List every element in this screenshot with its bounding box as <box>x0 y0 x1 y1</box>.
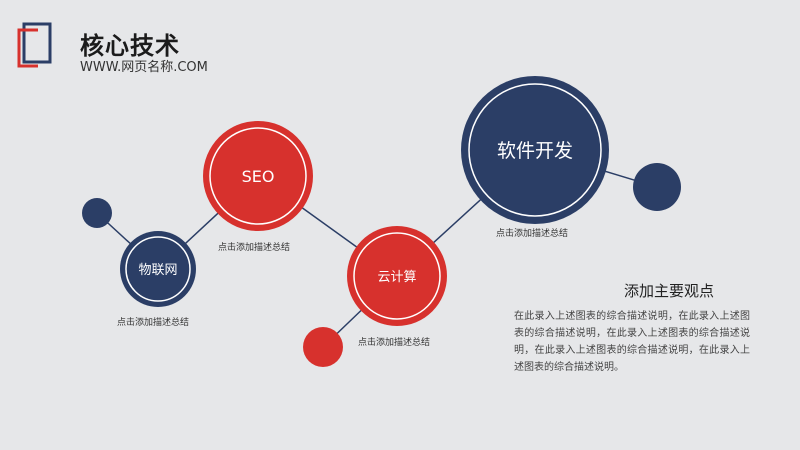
caption-seo: 点击添加描述总结 <box>218 243 291 253</box>
caption-iot: 点击添加描述总结 <box>117 318 190 328</box>
caption-cloud: 点击添加描述总结 <box>358 338 431 348</box>
main-point-heading: 添加主要观点 <box>624 282 715 300</box>
small-dot-navy-left <box>82 198 112 228</box>
logo-icon <box>17 22 52 68</box>
node-software-label: 软件开发 <box>497 140 573 162</box>
caption-software: 点击添加描述总结 <box>496 229 569 239</box>
small-dot-red-bottom <box>303 327 343 367</box>
small-dot-navy-right <box>633 163 681 211</box>
node-software: 软件开发 <box>461 76 609 224</box>
page-title: 核心技术 <box>80 32 180 60</box>
site-url: WWW.网页名称.COM <box>80 60 208 75</box>
node-seo: SEO <box>203 121 313 231</box>
node-iot-label: 物联网 <box>138 263 177 278</box>
node-seo-label: SEO <box>242 167 275 186</box>
main-point-paragraph: 在此录入上述图表的综合描述说明，在此录入上述图表的综合描述说明，在此录入上述图表… <box>514 311 750 373</box>
node-iot: 物联网 <box>120 231 196 307</box>
node-cloud: 云计算 <box>347 226 447 326</box>
node-cloud-label: 云计算 <box>377 270 416 285</box>
